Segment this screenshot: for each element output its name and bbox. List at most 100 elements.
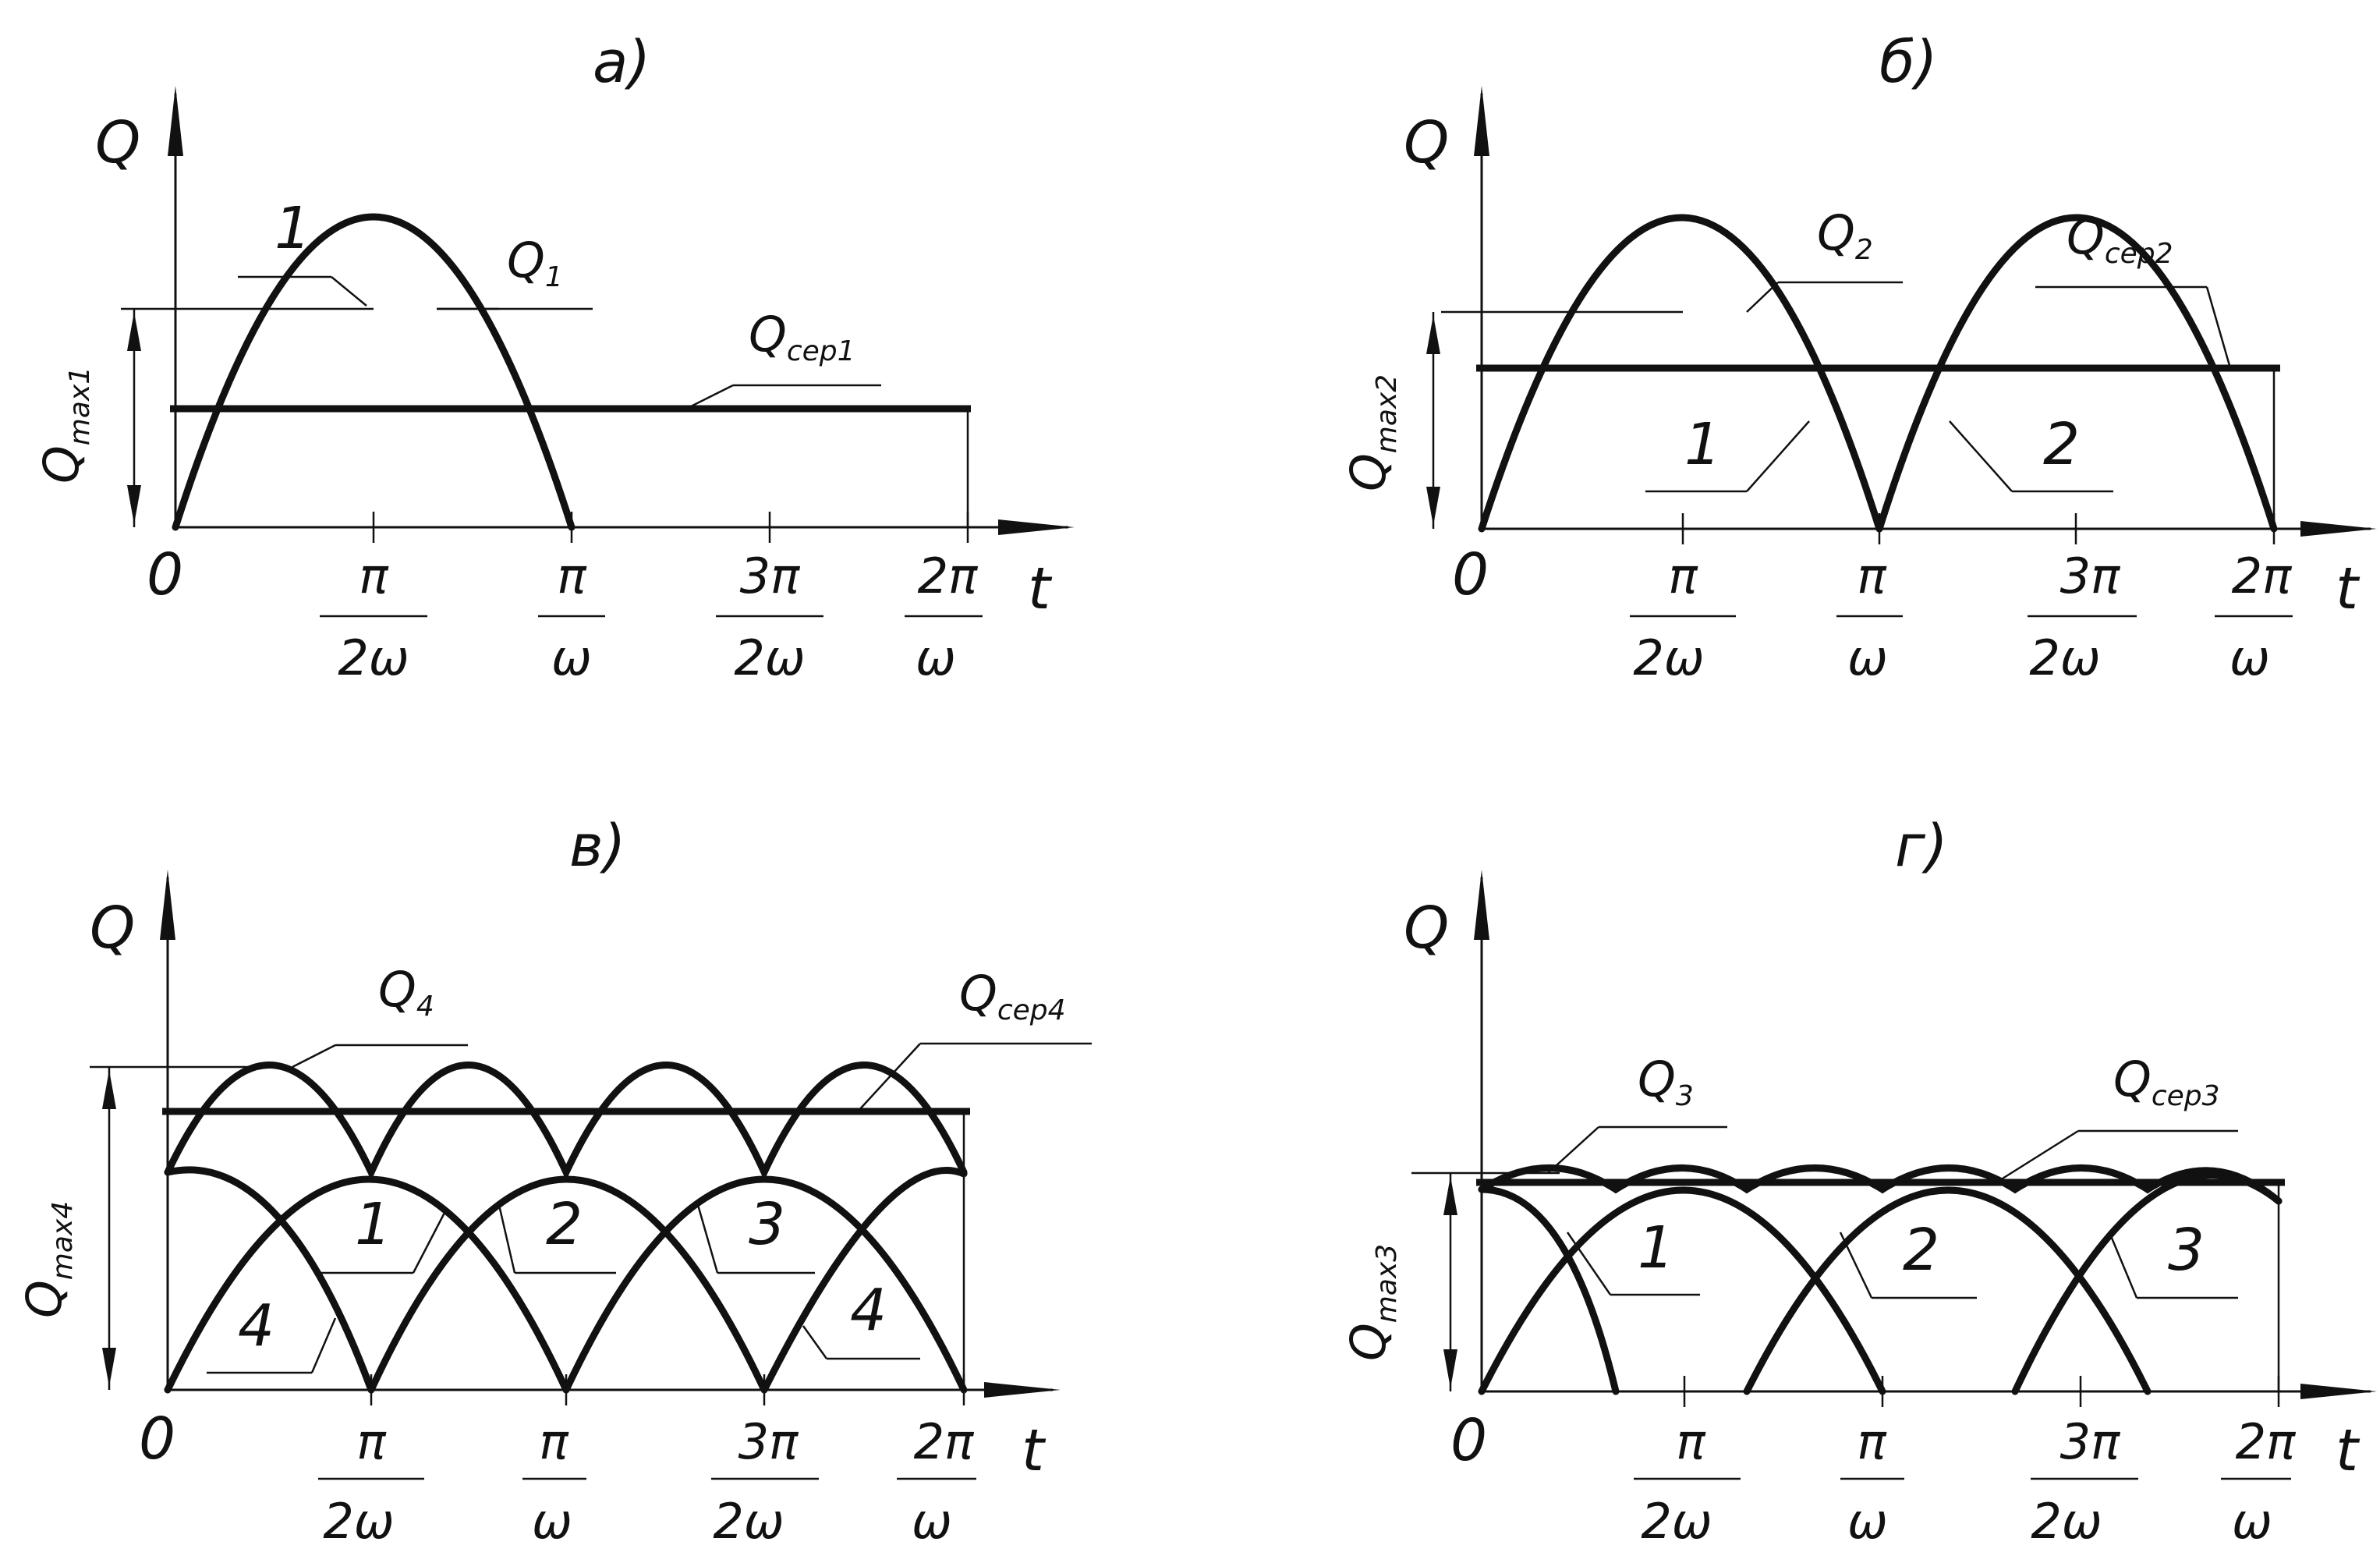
svg-text:π: π bbox=[1676, 1413, 1706, 1470]
tick-label: 2π ω bbox=[905, 548, 983, 686]
origin-label: 0 bbox=[139, 1405, 175, 1473]
svg-text:π: π bbox=[356, 1413, 387, 1470]
svg-text:2π: 2π bbox=[918, 548, 979, 604]
y-axis-arrow-icon bbox=[168, 86, 183, 156]
tick-label: π ω bbox=[538, 548, 605, 686]
average-label: Qсер3 bbox=[2113, 1051, 2220, 1112]
tick-label: 3π 2ω bbox=[716, 548, 823, 686]
tick-label: π 2ω bbox=[320, 548, 427, 686]
svg-text:2π: 2π bbox=[2236, 1413, 2297, 1470]
svg-text:ω: ω bbox=[1847, 1493, 1888, 1550]
svg-text:2ω: 2ω bbox=[323, 1493, 394, 1550]
tick-label: π ω bbox=[522, 1413, 586, 1550]
y-axis-label: Q bbox=[1404, 895, 1449, 962]
panel-title: г) bbox=[1895, 813, 1948, 880]
average-label: Qсер2 bbox=[2067, 208, 2173, 270]
pulse-label: 2 bbox=[1903, 1217, 1939, 1284]
pulse-label: 4 bbox=[850, 1277, 887, 1344]
x-axis-arrow-icon bbox=[984, 1382, 1061, 1398]
tick-label: 2π ω bbox=[2215, 548, 2293, 686]
svg-text:π: π bbox=[359, 548, 389, 604]
pulse-curve bbox=[367, 1175, 768, 1394]
origin-label: 0 bbox=[147, 541, 183, 608]
pulse-curve bbox=[1743, 1186, 2152, 1395]
svg-text:2ω: 2ω bbox=[713, 1493, 784, 1550]
tick-label: 3π 2ω bbox=[2031, 1413, 2138, 1550]
x-axis-arrow-icon bbox=[998, 519, 1075, 535]
svg-text:3π: 3π bbox=[738, 1413, 799, 1470]
average-label: Qсер4 bbox=[959, 965, 1066, 1026]
y-axis-arrow-icon bbox=[160, 870, 175, 940]
svg-text:ω: ω bbox=[1847, 629, 1888, 686]
svg-text:2ω: 2ω bbox=[734, 629, 805, 686]
svg-text:3π: 3π bbox=[2060, 1413, 2121, 1470]
panel-b: б) Q t 0 π 2ω π ω 3π 2ω 2π ω bbox=[1340, 29, 2377, 686]
pulse-curve bbox=[1875, 214, 2278, 533]
tick-label: 3π 2ω bbox=[2028, 548, 2137, 686]
svg-text:Qmax2: Qmax2 bbox=[1340, 374, 1403, 491]
panel-a: а) Q t 0 π 2ω π ω 3π 2ω 2π bbox=[33, 29, 1075, 686]
panel-title: в) bbox=[569, 813, 625, 880]
tick-label: 2π ω bbox=[897, 1413, 976, 1550]
x-axis-label: t bbox=[2336, 555, 2361, 622]
svg-text:π: π bbox=[557, 548, 587, 604]
svg-text:3π: 3π bbox=[740, 548, 801, 604]
sum-curve bbox=[164, 1062, 968, 1181]
pulse-curve bbox=[164, 1175, 570, 1394]
y-axis-arrow-icon bbox=[1474, 870, 1489, 940]
svg-text:2ω: 2ω bbox=[1641, 1493, 1712, 1550]
pulse-curve bbox=[172, 213, 576, 531]
svg-text:2ω: 2ω bbox=[1633, 629, 1704, 686]
x-axis-label: t bbox=[1022, 1417, 1047, 1484]
pulse-label: 2 bbox=[2043, 411, 2080, 478]
panel-title: б) bbox=[1879, 29, 1938, 96]
pulse-label: 1 bbox=[274, 195, 311, 262]
curve-label: Q2 bbox=[1817, 204, 1873, 266]
svg-text:ω: ω bbox=[916, 629, 956, 686]
max-label: Qmax1 bbox=[33, 367, 96, 484]
tick-label: π 2ω bbox=[1630, 548, 1736, 686]
x-axis-label: t bbox=[2336, 1417, 2361, 1484]
y-axis-label: Q bbox=[90, 895, 135, 962]
pulse-label: 1 bbox=[1684, 411, 1721, 478]
pulse-label: 1 bbox=[1638, 1214, 1674, 1281]
curve-label: Q1 bbox=[507, 232, 563, 293]
max-label: Qmax4 bbox=[16, 1201, 79, 1318]
tick-label: π ω bbox=[1840, 1413, 1904, 1550]
max-label: Qmax3 bbox=[1340, 1244, 1403, 1361]
svg-text:π: π bbox=[539, 1413, 569, 1470]
x-axis-label: t bbox=[1028, 555, 1053, 622]
pulse-curve bbox=[760, 1167, 968, 1394]
origin-label: 0 bbox=[1452, 541, 1489, 608]
svg-text:ω: ω bbox=[912, 1493, 952, 1550]
svg-text:2π: 2π bbox=[2232, 548, 2293, 604]
svg-text:Qmax4: Qmax4 bbox=[16, 1201, 79, 1318]
svg-text:2π: 2π bbox=[914, 1413, 975, 1470]
tick-label: π ω bbox=[1836, 548, 1903, 686]
tick-label: π 2ω bbox=[1634, 1413, 1741, 1550]
svg-text:Qmax3: Qmax3 bbox=[1340, 1244, 1403, 1361]
pulse-curve bbox=[1478, 214, 1883, 533]
pulse-label: 3 bbox=[749, 1191, 785, 1258]
svg-text:ω: ω bbox=[2229, 629, 2270, 686]
svg-text:ω: ω bbox=[532, 1493, 572, 1550]
y-axis-label: Q bbox=[1404, 109, 1449, 176]
svg-text:π: π bbox=[1668, 548, 1698, 604]
y-axis-label: Q bbox=[95, 109, 140, 176]
pulse-curve bbox=[1478, 1186, 1620, 1395]
tick-label: π 2ω bbox=[318, 1413, 424, 1550]
svg-text:3π: 3π bbox=[2060, 548, 2121, 604]
panel-v: в) Q t 0 π 2ω π ω 3π 2ω 2π ω bbox=[16, 813, 1092, 1550]
tick-label: 2π ω bbox=[2221, 1413, 2297, 1550]
svg-text:π: π bbox=[1857, 1413, 1887, 1470]
svg-text:2ω: 2ω bbox=[2029, 629, 2100, 686]
pulse-curve bbox=[2011, 1171, 2283, 1395]
pulse-label: 4 bbox=[238, 1292, 274, 1359]
tick-label: 3π 2ω bbox=[711, 1413, 819, 1550]
pulse-curve bbox=[164, 1166, 375, 1394]
pulse-label: 1 bbox=[355, 1191, 391, 1258]
x-axis-arrow-icon bbox=[2300, 521, 2377, 537]
panel-g: г) Q t 0 π 2ω π ω 3π 2ω 2π ω bbox=[1340, 813, 2377, 1550]
svg-text:ω: ω bbox=[2232, 1493, 2272, 1550]
